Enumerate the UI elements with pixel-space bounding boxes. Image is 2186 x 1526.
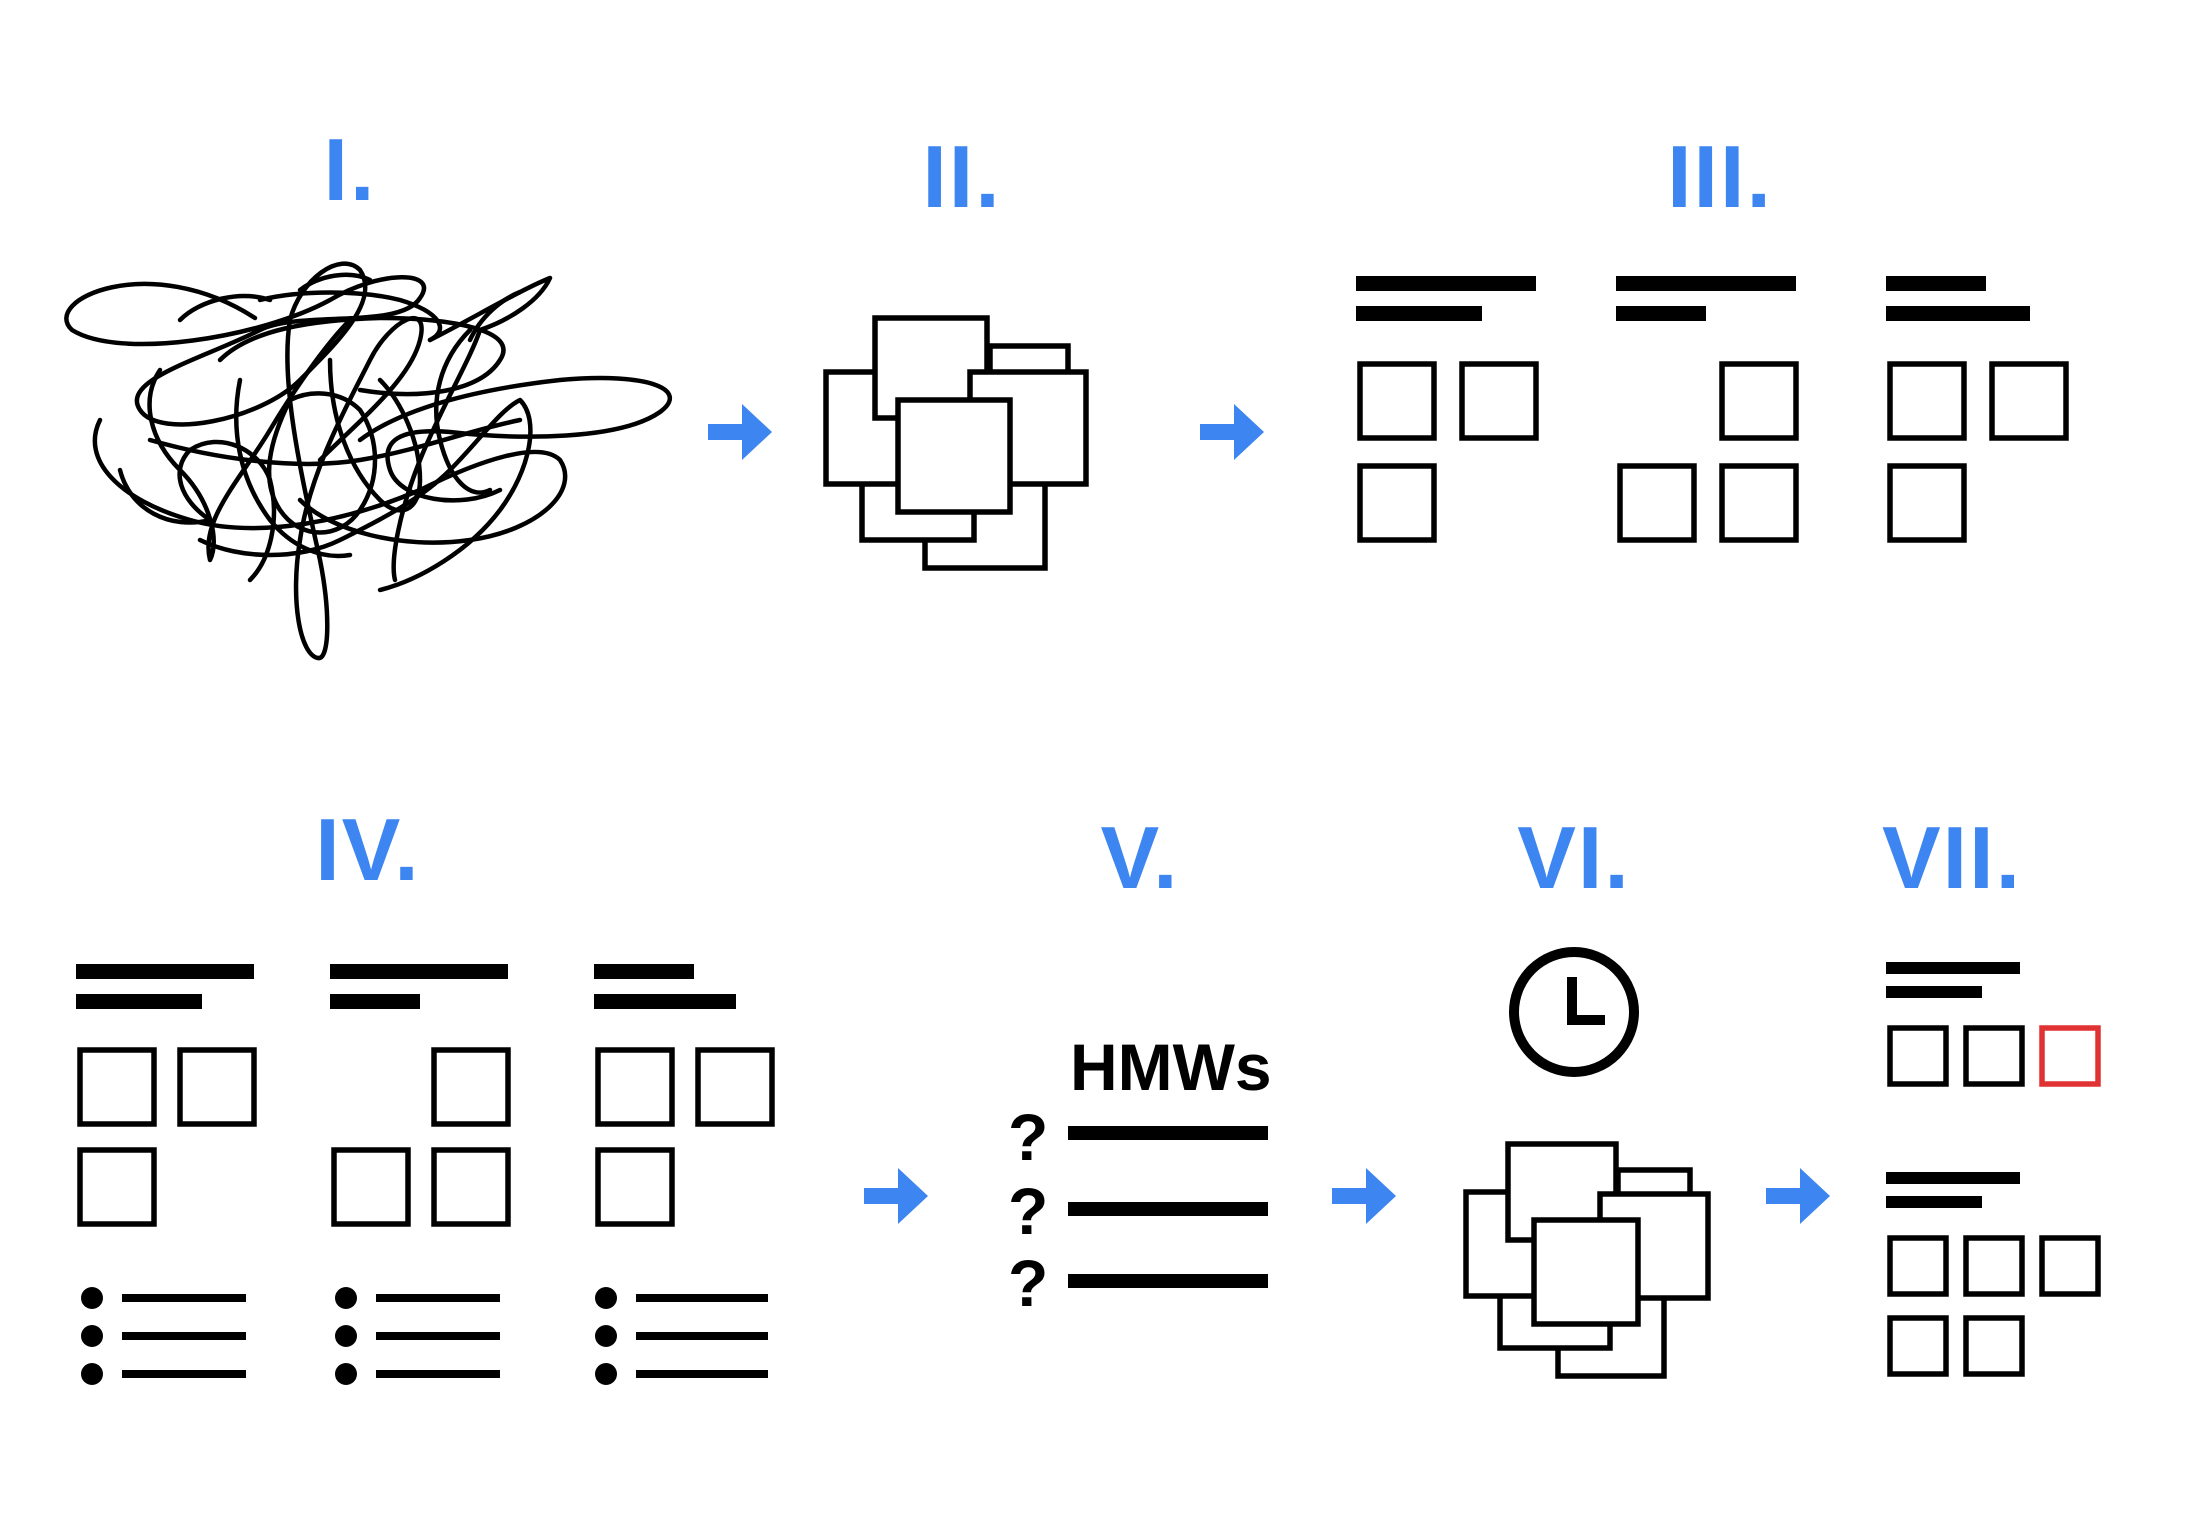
question-mark-icon: ? <box>1008 1100 1048 1174</box>
selected-box <box>2039 1025 2101 1087</box>
hmw-label: HMWs <box>1070 1030 1272 1104</box>
step-5-numeral: V. <box>1100 808 1179 907</box>
layout-sketch <box>1616 276 1799 543</box>
step-3-numeral: III. <box>1667 127 1773 226</box>
step-4-numeral: IV. <box>315 800 421 899</box>
layout-sketch <box>1886 1172 2101 1377</box>
step-1-numeral: I. <box>324 120 377 219</box>
hmw-questions-icon: HMWs ? ? ? <box>1008 1030 1272 1320</box>
sketch-layouts-icon <box>1356 276 2069 543</box>
bullet-list-icon <box>595 1287 768 1385</box>
layout-sketch <box>1886 276 2069 543</box>
arrow-icon <box>864 1168 928 1224</box>
arrow-icon <box>1766 1168 1830 1224</box>
step-6-numeral: VI. <box>1517 808 1631 907</box>
layout-sketch <box>76 964 257 1385</box>
layout-sketch <box>330 964 511 1385</box>
step-7-numeral: VII. <box>1882 808 2022 907</box>
layout-sketch <box>1356 276 1539 543</box>
layout-sketch <box>594 964 775 1385</box>
arrow-icon <box>1332 1168 1396 1224</box>
scribble-icon <box>64 261 673 661</box>
question-mark-icon: ? <box>1008 1174 1048 1248</box>
overlapping-cards-icon <box>1463 1141 1711 1379</box>
bullet-list-icon <box>81 1287 246 1385</box>
arrow-icon <box>1200 404 1264 460</box>
question-mark-icon: ? <box>1008 1246 1048 1320</box>
layout-sketch <box>1886 962 2101 1087</box>
arrow-icon <box>708 404 772 460</box>
clock-icon <box>1509 947 1639 1077</box>
overlapping-cards-icon <box>823 315 1089 571</box>
step-2-numeral: II. <box>922 127 1001 226</box>
bullet-list-icon <box>335 1287 500 1385</box>
final-layouts-icon <box>1886 962 2101 1377</box>
sketch-layouts-with-lists-icon <box>76 964 775 1385</box>
